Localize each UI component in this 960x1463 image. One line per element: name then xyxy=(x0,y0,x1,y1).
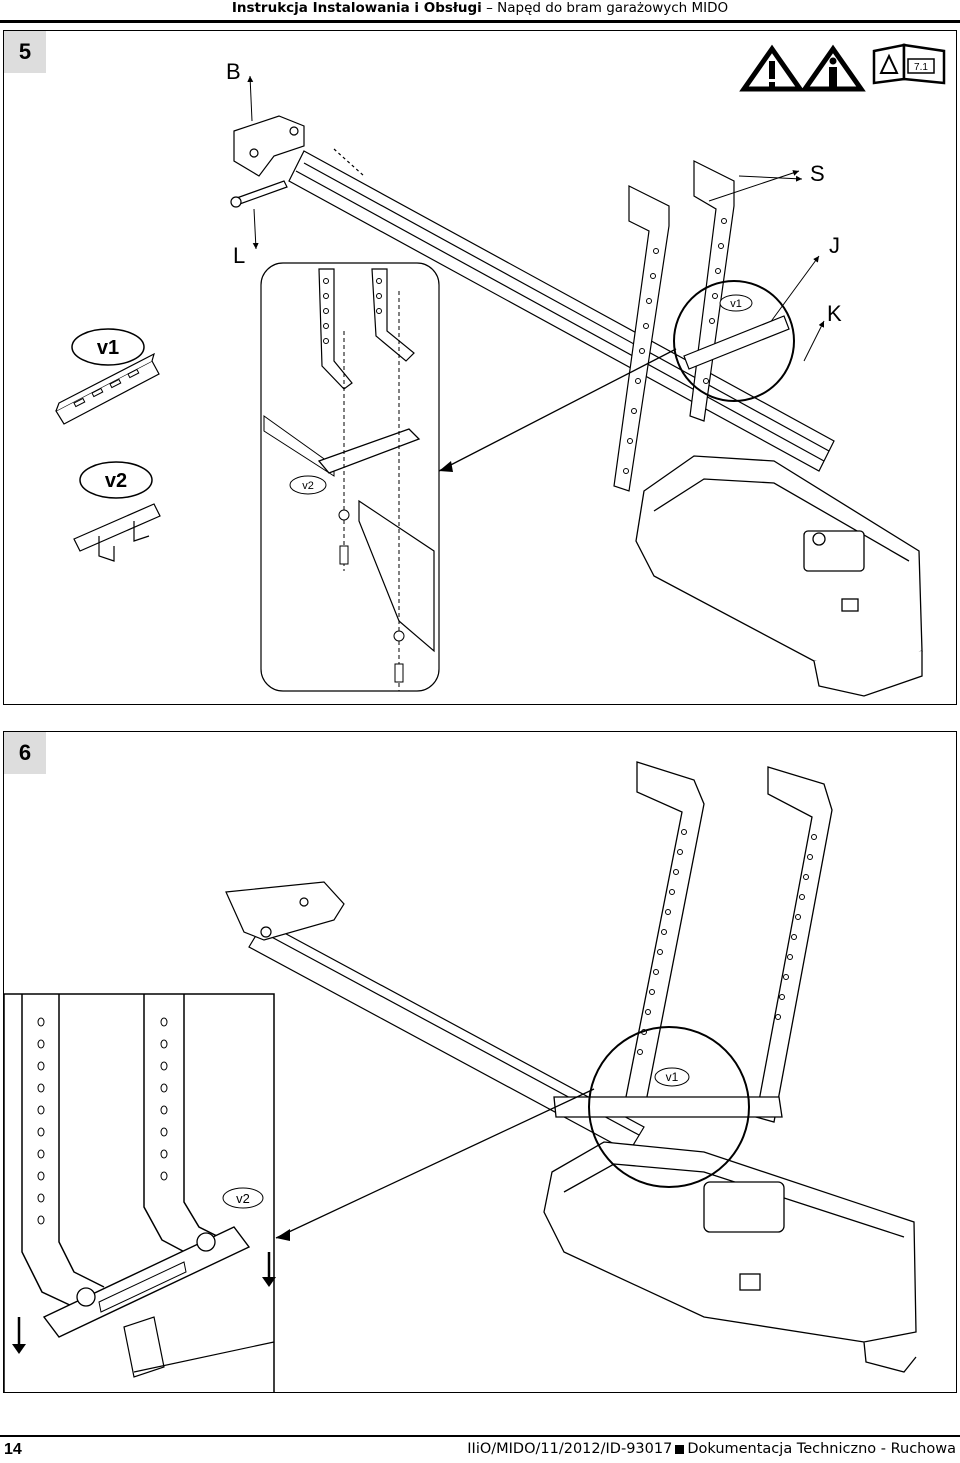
doc-code: IIiO/MIDO/11/2012/ID-93017 xyxy=(467,1441,673,1457)
manual-book-icon: 7.1 xyxy=(872,43,946,85)
page-number: 14 xyxy=(4,1441,22,1458)
variant-v1-label: v1 xyxy=(97,337,119,359)
document-id: IIiO/MIDO/11/2012/ID-93017 Dokumentacja T… xyxy=(467,1441,956,1457)
detail-v2-label: v2 xyxy=(236,1191,250,1206)
manual-ref-label: 7.1 xyxy=(914,62,928,73)
step-5-number: 5 xyxy=(4,31,46,73)
step-6-illustration: v1 v2 xyxy=(4,761,917,1392)
connector-arrowhead xyxy=(276,1229,290,1241)
step-6-panel: 6 xyxy=(3,731,957,1393)
detail-inset-v2: v2 xyxy=(4,993,276,1392)
step-6-number: 6 xyxy=(4,732,46,774)
header-title: Instrukcja Instalowania i Obsługi xyxy=(231,0,482,16)
zoom-circle-v1: v1 xyxy=(588,1026,750,1188)
header-subtitle: Napęd do bram garażowych MIDO xyxy=(497,0,729,16)
label-b: B xyxy=(226,59,241,84)
step-5-illustration: 7.1 xyxy=(55,43,946,697)
callout-lines xyxy=(247,75,825,362)
down-arrow-right-head xyxy=(262,1277,276,1287)
detail-v2-label: v2 xyxy=(302,480,314,492)
variant-v2: v2 xyxy=(73,461,161,562)
label-k: K xyxy=(827,301,842,326)
variant-v1: v1 xyxy=(55,328,160,425)
pin xyxy=(230,180,288,208)
strap-holes xyxy=(623,218,727,474)
doc-type: Dokumentacja Techniczno - Ruchowa xyxy=(687,1441,956,1457)
footer-rule xyxy=(0,1435,960,1437)
motor-unit xyxy=(543,1141,917,1373)
connector-arrowhead xyxy=(439,461,453,472)
strap-holes xyxy=(637,829,817,1055)
zoom-v1-label: v1 xyxy=(666,1070,679,1084)
header-separator: – xyxy=(481,0,498,16)
down-arrow-left-head xyxy=(12,1344,26,1354)
label-l: L xyxy=(233,243,245,268)
detail-inset-v2: v2 xyxy=(260,262,440,692)
front-bracket xyxy=(233,115,305,177)
zoom-v1-label: v1 xyxy=(730,298,742,310)
zoom-circle-v1: v1 xyxy=(673,280,795,402)
label-s: S xyxy=(810,161,825,186)
step-5-panel: 5 7.1 xyxy=(3,30,957,705)
header-rule xyxy=(0,20,960,23)
front-bracket xyxy=(225,881,345,941)
info-triangle-icon xyxy=(800,44,866,92)
detail-connector xyxy=(275,1088,595,1239)
square-bullet-icon xyxy=(675,1444,685,1454)
motor-unit xyxy=(635,455,923,697)
page-header: Instrukcja Instalowania i Obsługi – Napę… xyxy=(0,0,960,22)
page-footer: 14 IIiO/MIDO/11/2012/ID-93017 Dokumentacj… xyxy=(0,1440,960,1462)
cross-plate-v1 xyxy=(553,1096,783,1118)
warning-triangle-icon xyxy=(739,44,805,92)
label-j: J xyxy=(829,233,840,258)
detail-connector xyxy=(438,348,677,472)
hanging-straps xyxy=(623,761,833,1123)
variant-v2-label: v2 xyxy=(105,470,127,492)
